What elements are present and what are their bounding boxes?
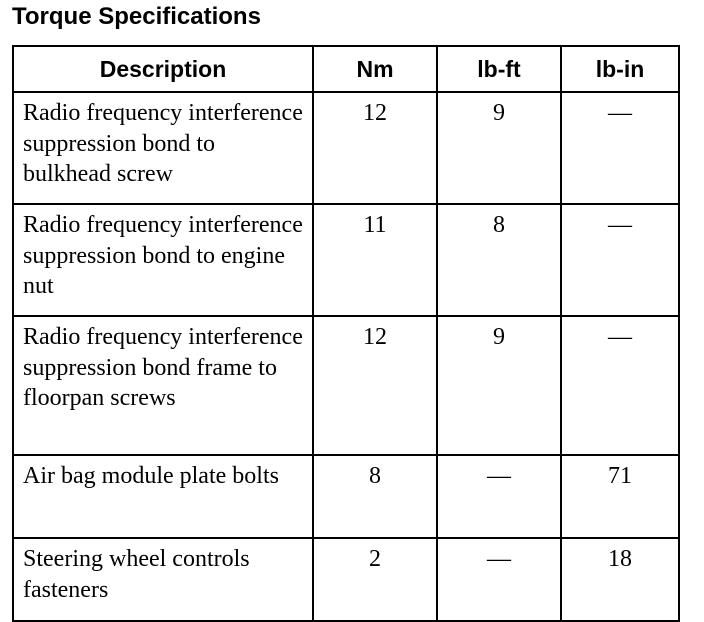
table-header-row: Description Nm lb-ft lb-in: [12, 45, 680, 93]
lb-ft-cell: —: [436, 537, 562, 622]
description-cell: Radio frequency interference suppression…: [12, 315, 314, 456]
nm-cell: 2: [312, 537, 438, 622]
torque-specifications-table: Description Nm lb-ft lb-in Radio frequen…: [12, 45, 680, 622]
column-header-description: Description: [12, 45, 314, 93]
column-header-lb-ft: lb-ft: [436, 45, 562, 93]
lb-ft-cell: 9: [436, 315, 562, 456]
page-title: Torque Specifications: [12, 3, 261, 30]
description-cell: Air bag module plate bolts: [12, 454, 314, 539]
lb-in-cell: —: [560, 91, 680, 205]
table-row: Radio frequency interference suppression…: [12, 203, 680, 317]
table-row: Radio frequency interference suppression…: [12, 315, 680, 456]
lb-ft-cell: —: [436, 454, 562, 539]
lb-in-cell: —: [560, 203, 680, 317]
nm-cell: 8: [312, 454, 438, 539]
table-row: Steering wheel controls fasteners 2 — 18: [12, 537, 680, 622]
description-cell: Radio frequency interference suppression…: [12, 203, 314, 317]
nm-cell: 12: [312, 315, 438, 456]
nm-cell: 12: [312, 91, 438, 205]
table-row: Air bag module plate bolts 8 — 71: [12, 454, 680, 539]
nm-cell: 11: [312, 203, 438, 317]
table-row: Radio frequency interference suppression…: [12, 91, 680, 205]
lb-in-cell: 71: [560, 454, 680, 539]
description-cell: Radio frequency interference suppression…: [12, 91, 314, 205]
lb-ft-cell: 9: [436, 91, 562, 205]
column-header-nm: Nm: [312, 45, 438, 93]
description-cell: Steering wheel controls fasteners: [12, 537, 314, 622]
lb-in-cell: 18: [560, 537, 680, 622]
lb-ft-cell: 8: [436, 203, 562, 317]
lb-in-cell: —: [560, 315, 680, 456]
column-header-lb-in: lb-in: [560, 45, 680, 93]
